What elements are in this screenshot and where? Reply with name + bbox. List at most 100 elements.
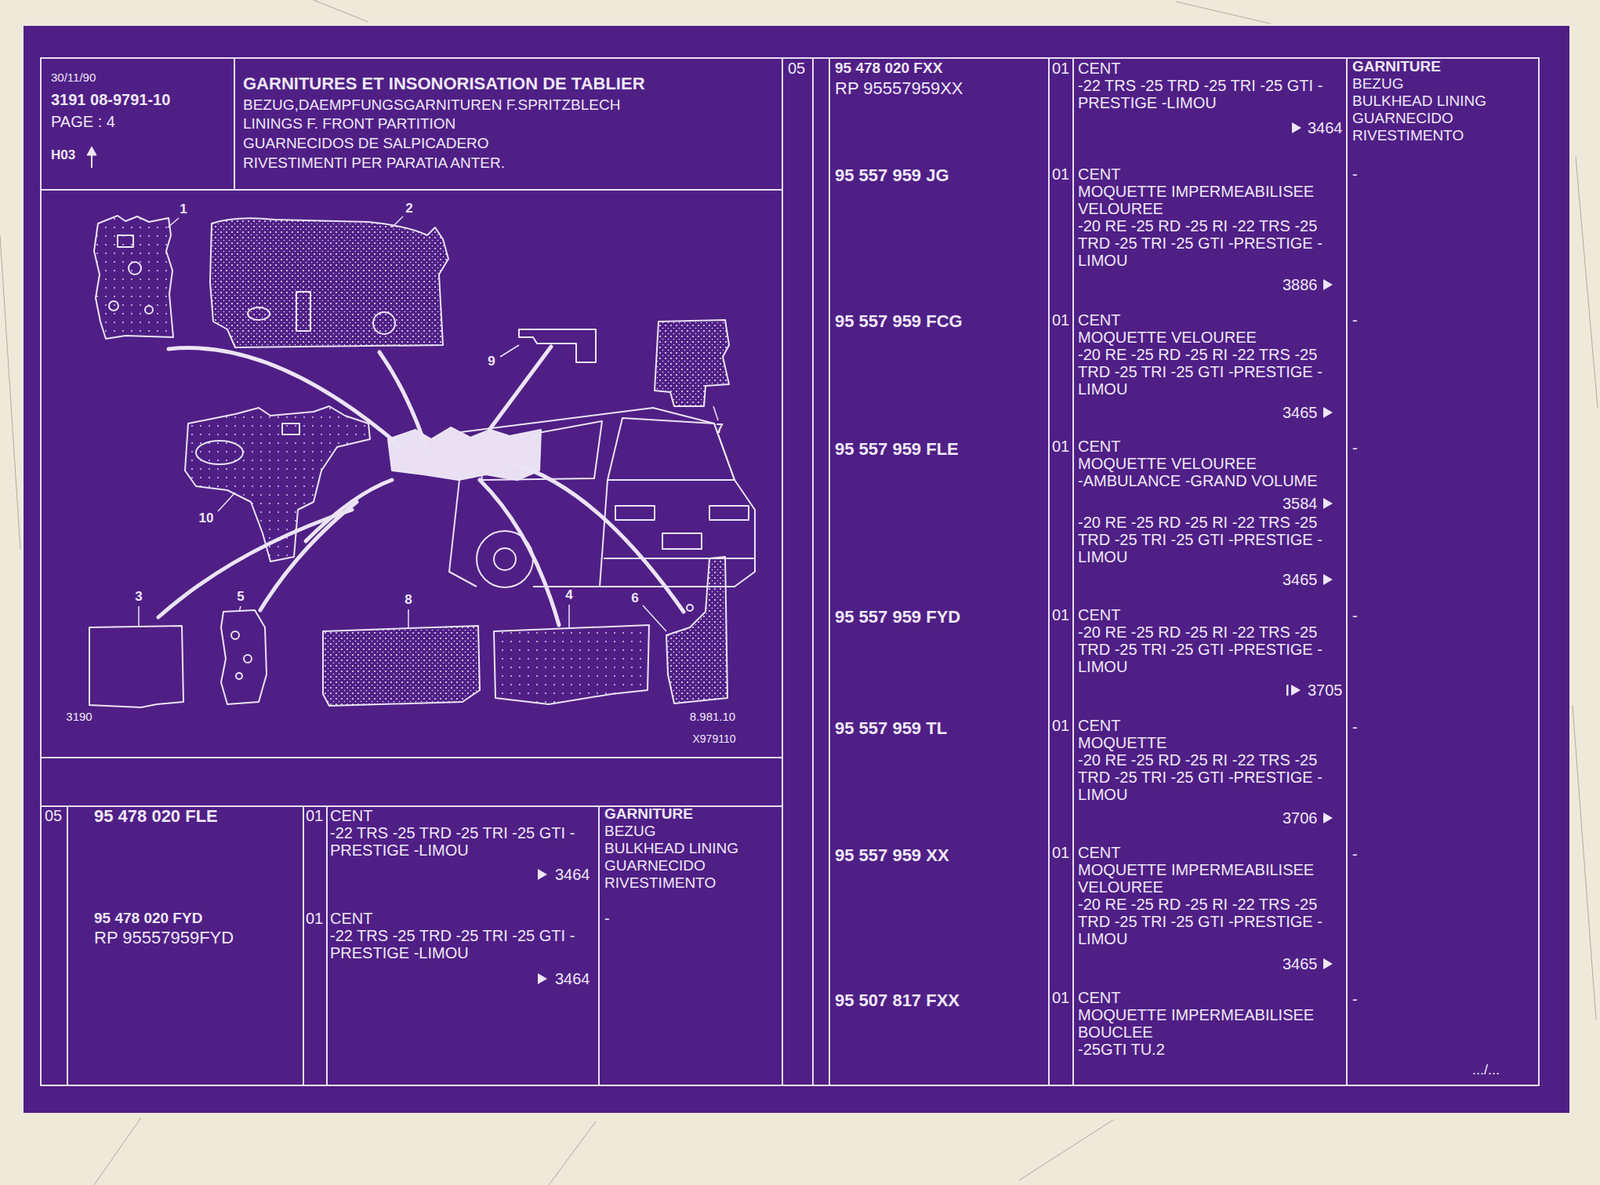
header-cell: 30/11/903191 08-9791-10PAGE : 4H03 <box>40 58 235 190</box>
table-cell: - <box>604 909 610 928</box>
part-hole <box>235 672 243 679</box>
table-cell: BULKHEAD LINING <box>1352 92 1487 110</box>
ref-triangle <box>1323 573 1333 585</box>
table-cell: RP 95557959XX <box>834 78 964 98</box>
header-text: RIVESTIMENTI PER PARATIA ANTER. <box>243 154 505 172</box>
ref-triangle <box>537 868 548 880</box>
table-cell: 01 <box>1052 988 1070 1007</box>
table-cell: -22 TRS -25 TRD -25 TRI -25 GTI -PRESTIG… <box>1077 76 1337 112</box>
part-hole <box>296 291 311 331</box>
ref-triangle <box>1323 406 1333 418</box>
part-number: 95 557 959 FCG <box>834 311 963 331</box>
ref-triangle <box>1291 684 1301 696</box>
header-text: 3191 08-9791-10 <box>50 90 171 109</box>
table-cell: MOQUETTE VELOUREE <box>1077 328 1337 346</box>
ref-triangle <box>1323 497 1333 509</box>
table-cell: 01 <box>1052 843 1070 862</box>
table-cell: 01 <box>305 909 323 928</box>
assembly-line <box>479 479 559 625</box>
header-text: BEZUG,DAEMPFUNGSGARNITUREN F.SPRITZBLECH <box>243 96 621 114</box>
table-cell: .../... <box>1472 1061 1500 1078</box>
ref-triangle <box>1323 812 1333 824</box>
grid-line <box>326 805 328 1085</box>
header-text: 30/11/90 <box>50 70 96 84</box>
callout-number: 3190 <box>65 709 92 723</box>
table-cell: RIVESTIMENTO <box>1352 126 1464 145</box>
callout-number: 10 <box>199 510 215 527</box>
table-cell: 01 <box>305 806 323 825</box>
film-scratch <box>1019 1119 1114 1180</box>
part-hole <box>145 305 153 314</box>
table-cell: - <box>1352 990 1358 1009</box>
callout-number: X979110 <box>692 732 736 745</box>
table-cell: -25GTI TU.2 <box>1077 1040 1165 1059</box>
grid-line <box>1072 58 1074 1085</box>
table-cell: CENT <box>330 909 373 928</box>
part-hole <box>282 423 300 435</box>
insulation-part <box>210 217 449 348</box>
table-cell: 3584 <box>1282 494 1318 513</box>
table-cell: 01 <box>1052 311 1070 330</box>
table-cell: -20 RE -25 RD -25 RI -22 TRS -25 TRD -25… <box>1077 345 1337 398</box>
table-cell: -20 RE -25 RD -25 RI -22 TRS -25 TRD -25… <box>1077 895 1337 947</box>
film-scratch <box>0 235 21 549</box>
callout-number: 9 <box>487 353 495 370</box>
table-cell: MOQUETTE <box>1077 733 1337 752</box>
part-number: 95 557 959 XX <box>834 845 950 865</box>
callout-number: 7 <box>715 420 723 437</box>
callout-number: 5 <box>236 588 244 605</box>
table-cell: - <box>1352 845 1358 864</box>
film-scratch <box>1572 705 1597 1020</box>
grid-line <box>302 805 305 1085</box>
table-cell: RIVESTIMENTO <box>604 874 716 892</box>
part-number: 95 557 959 FYD <box>834 606 961 627</box>
header-cell: BEZUG,DAEMPFUNGSGARNITUREN F.SPRITZBLECH… <box>234 58 783 190</box>
table-cell: 01 <box>1052 716 1070 735</box>
table-cell: 3465 <box>1282 403 1318 422</box>
insulation-part <box>518 329 596 363</box>
header-text: GUARNECIDOS DE SALPICADERO <box>243 134 490 153</box>
table-cell: 3465 <box>1282 570 1318 589</box>
part-hole <box>247 307 270 320</box>
part-number: GARNITURE <box>1352 58 1441 76</box>
part-number: GARNITURE <box>604 805 693 823</box>
part-number: 95 478 020 FYD <box>94 909 203 927</box>
leader-line <box>407 609 410 628</box>
table-cell: 3464 <box>1307 119 1343 138</box>
leader-line <box>642 605 667 632</box>
table-cell: 3886 <box>1282 275 1318 294</box>
grid-line <box>40 756 783 759</box>
film-panel <box>23 25 1570 1113</box>
table-cell: CENT <box>1077 311 1121 330</box>
leader-line <box>167 217 179 228</box>
table-cell: GUARNECIDO <box>1352 109 1454 127</box>
table-cell: -22 TRS -25 TRD -25 TRI -25 GTI -PRESTIG… <box>330 926 589 962</box>
table-cell: CENT <box>1077 165 1121 184</box>
header-text: LININGS F. FRONT PARTITION <box>243 115 456 133</box>
table-cell: 01 <box>1052 165 1070 184</box>
ref-triangle <box>537 972 548 984</box>
table-cell: RP 95557959FYD <box>94 927 234 947</box>
insulation-part <box>322 625 480 706</box>
table-cell: CENT <box>1077 988 1121 1007</box>
callout-number: 2 <box>405 200 413 217</box>
film-scratch <box>548 1121 596 1185</box>
grid-line <box>233 58 236 190</box>
car-bumper <box>603 557 755 559</box>
table-cell: BEZUG <box>1352 75 1404 93</box>
table-cell: 3705 <box>1307 681 1343 700</box>
part-hole <box>117 235 134 247</box>
table-cell: CENT <box>1077 716 1121 735</box>
part-hole <box>195 440 244 465</box>
table-cell: CENT <box>1077 605 1121 625</box>
part-hole <box>231 631 240 639</box>
insulation-part <box>221 609 267 704</box>
table-cell: CENT <box>1077 59 1121 78</box>
table-cell: MOQUETTE IMPERMEABILISEE VELOUREE <box>1077 182 1337 218</box>
ref-triangle <box>1323 279 1333 291</box>
grid-line <box>1048 58 1050 1085</box>
table-frame <box>40 58 783 1085</box>
table-cell: CENT <box>330 806 373 825</box>
assembly-line <box>489 346 552 429</box>
